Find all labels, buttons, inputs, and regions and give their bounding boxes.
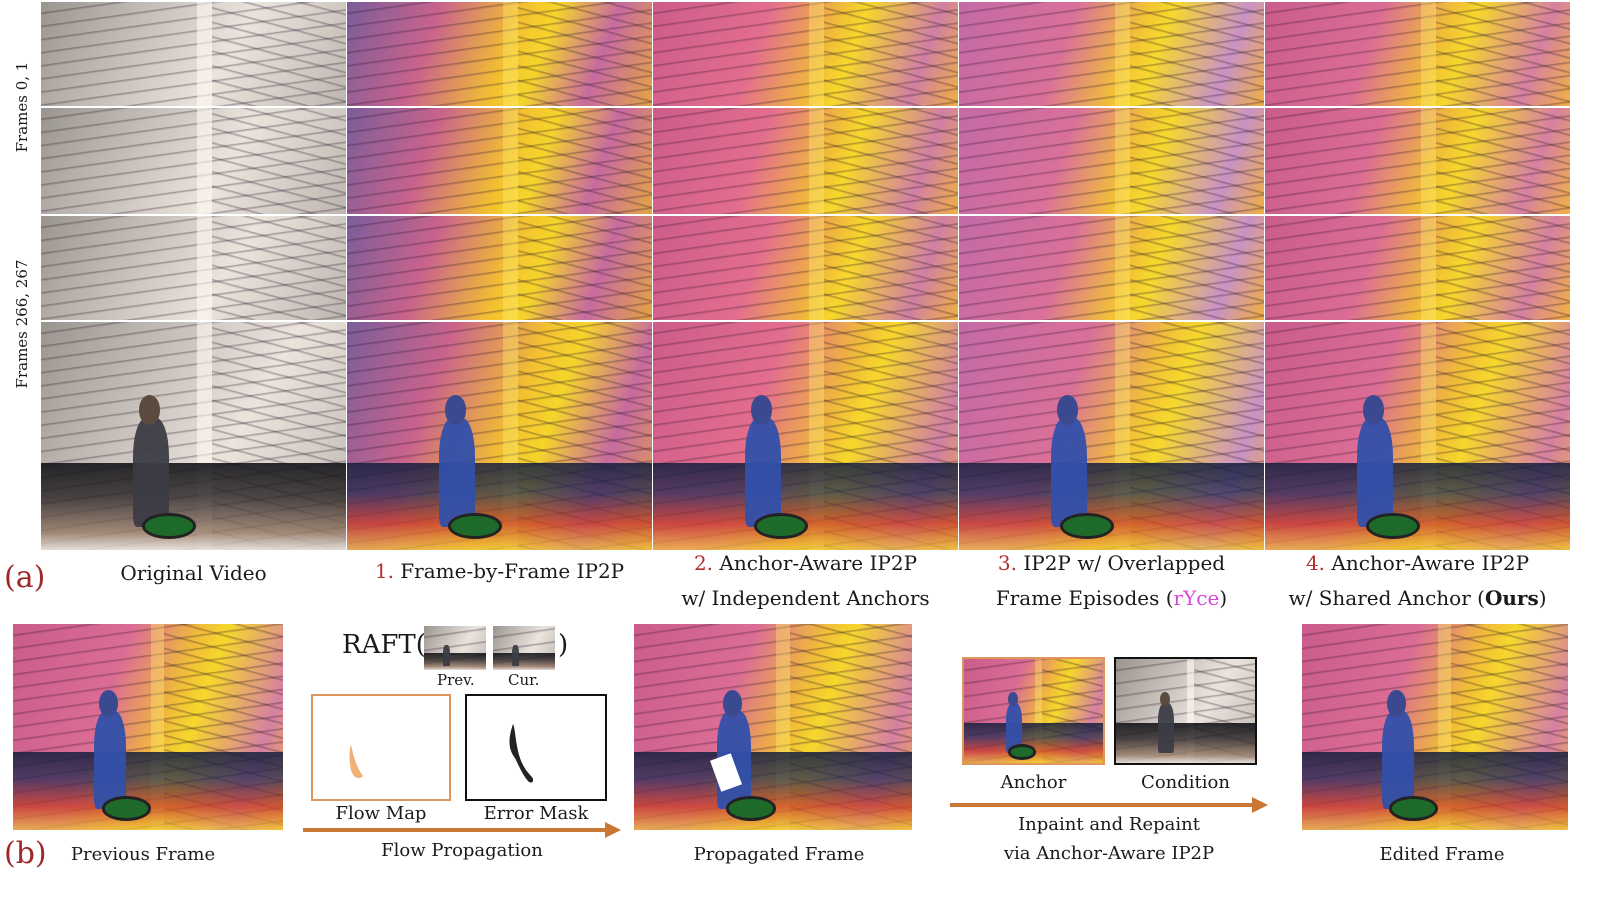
- frame-by-frame-frame-0: [347, 2, 652, 106]
- edited-frame-caption: Edited Frame: [1379, 844, 1505, 865]
- original-video-frame-1: [41, 108, 346, 214]
- caption-number-3: 3.: [997, 551, 1017, 575]
- caption-original-video-text: Original Video: [120, 561, 267, 585]
- edited-frame-image: [1302, 624, 1568, 830]
- flow-map-image: [311, 694, 451, 801]
- independent-anchors-frame-0: [653, 2, 958, 106]
- error-blob: [509, 724, 534, 783]
- propagated-frame-caption: Propagated Frame: [693, 844, 865, 865]
- panel-b-label: (b): [4, 836, 47, 871]
- caption-original-video: Original Video: [41, 556, 346, 591]
- caption-overlapped-episodes-line1: IP2P w/ Overlapped: [1016, 551, 1226, 575]
- anchor-caption: Anchor: [1000, 772, 1067, 793]
- cur-label: Cur.: [508, 671, 540, 689]
- caption-overlapped-close: ): [1219, 586, 1228, 610]
- row-label-frames-0-1: Frames 0, 1: [13, 61, 31, 153]
- raft-cur-thumbnail: [493, 626, 555, 670]
- frame-by-frame-frame-1: [347, 108, 652, 214]
- frame-by-frame-frame-267: [347, 322, 652, 550]
- flow-propagation-caption: Flow Propagation: [381, 840, 543, 861]
- error-mask-caption: Error Mask: [483, 803, 589, 824]
- prev-label: Prev.: [437, 671, 475, 689]
- citation-ryce[interactable]: rYce: [1173, 586, 1220, 610]
- caption-frame-by-frame: 1. Frame-by-Frame IP2P: [347, 554, 652, 589]
- original-video-frame-267: [41, 322, 346, 550]
- flow-map-caption: Flow Map: [335, 803, 427, 824]
- previous-frame-image: [13, 624, 283, 830]
- caption-number-4: 4.: [1305, 551, 1326, 575]
- caption-number-1: 1.: [374, 559, 394, 583]
- flow-propagation-arrow: [303, 828, 605, 832]
- original-video-frame-0: [41, 2, 346, 106]
- inpaint-caption-line1: Inpaint and Repaint: [1018, 814, 1200, 835]
- inpaint-arrow: [950, 803, 1252, 807]
- caption-ours: Ours: [1484, 586, 1539, 610]
- caption-shared-anchor-line2: w/ Shared Anchor (: [1288, 586, 1485, 610]
- shared-anchor-frame-0: [1265, 2, 1570, 106]
- independent-anchors-frame-1: [653, 108, 958, 214]
- independent-anchors-frame-267: [653, 322, 958, 550]
- inpaint-caption-line2: via Anchor-Aware IP2P: [1003, 843, 1215, 864]
- panel-a-label: (a): [4, 560, 46, 595]
- caption-independent-anchors: 2. Anchor-Aware IP2P w/ Independent Anch…: [653, 546, 958, 616]
- caption-overlapped-episodes: 3. IP2P w/ Overlapped Frame Episodes (rY…: [959, 546, 1264, 616]
- caption-shared-anchor-close: ): [1538, 586, 1547, 610]
- frame-by-frame-frame-266: [347, 216, 652, 320]
- raft-close-paren: ): [558, 630, 569, 660]
- overlapped-episodes-frame-1: [959, 108, 1264, 214]
- caption-shared-anchor: 4. Anchor-Aware IP2P w/ Shared Anchor (O…: [1265, 546, 1570, 616]
- shared-anchor-frame-266: [1265, 216, 1570, 320]
- caption-overlapped-episodes-line2: Frame Episodes (: [995, 586, 1174, 610]
- shared-anchor-frame-1: [1265, 108, 1570, 214]
- independent-anchors-frame-266: [653, 216, 958, 320]
- condition-image: [1114, 657, 1257, 765]
- previous-frame-caption: Previous Frame: [70, 844, 216, 865]
- raft-label: RAFT(: [342, 630, 426, 660]
- shared-anchor-frame-267: [1265, 322, 1570, 550]
- caption-independent-anchors-line2: w/ Independent Anchors: [681, 586, 930, 610]
- propagated-frame-image: [634, 624, 912, 830]
- anchor-image: [962, 657, 1105, 765]
- caption-shared-anchor-line1: Anchor-Aware IP2P: [1325, 551, 1530, 575]
- caption-independent-anchors-line1: Anchor-Aware IP2P: [713, 551, 918, 575]
- overlapped-episodes-frame-0: [959, 2, 1264, 106]
- flow-blob: [349, 744, 363, 778]
- overlapped-episodes-frame-267: [959, 322, 1264, 550]
- overlapped-episodes-frame-266: [959, 216, 1264, 320]
- flow-propagation-arrowhead: [605, 822, 621, 838]
- row-label-frames-266-267: Frames 266, 267: [13, 259, 31, 389]
- inpaint-arrowhead: [1252, 797, 1268, 813]
- condition-caption: Condition: [1141, 772, 1230, 793]
- caption-number-2: 2.: [693, 551, 714, 575]
- caption-frame-by-frame-text: Frame-by-Frame IP2P: [393, 559, 625, 583]
- raft-prev-thumbnail: [424, 626, 486, 670]
- original-video-frame-266: [41, 216, 346, 320]
- error-mask-image: [465, 694, 607, 801]
